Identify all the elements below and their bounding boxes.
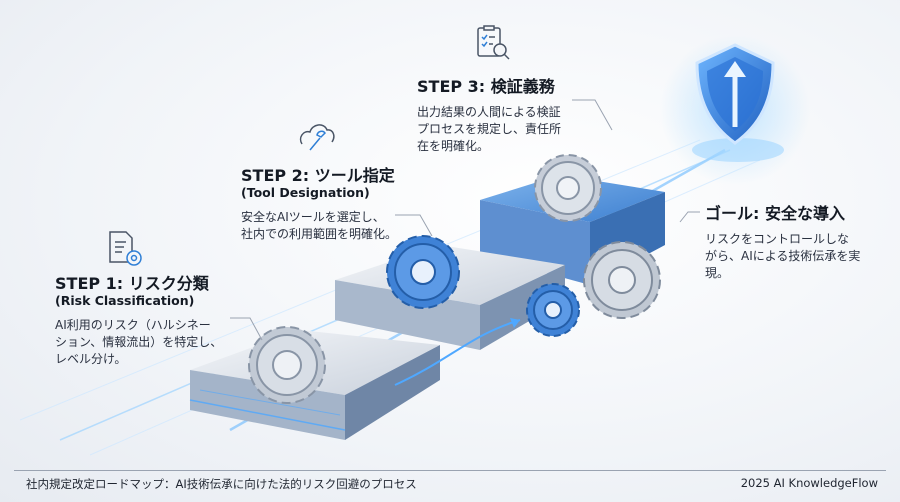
flow-arrow <box>394 319 521 386</box>
document-gear-icon <box>109 231 142 266</box>
step3-description: 出力結果の人間による検証 プロセスを規定し、責任所 在を明確化。 <box>417 105 562 153</box>
goal-title: ゴール: 安全な導入 <box>705 204 845 223</box>
shield-arrow-icon <box>695 43 775 145</box>
goal-description: リスクをコントロールしな がら、AIによる技術伝承を実 現。 <box>705 232 861 280</box>
step2-subtitle: (Tool Designation) <box>241 185 370 200</box>
gear-step3-icon <box>534 154 602 222</box>
step3-title: STEP 3: 検証義務 <box>417 77 555 96</box>
gear-side-small-icon <box>526 283 580 337</box>
footer-brand: 2025 AI KnowledgeFlow <box>740 476 878 490</box>
shield-base-glow <box>692 138 784 162</box>
step2-title: STEP 2: ツール指定 <box>241 166 395 185</box>
footer-caption: 社内規定改定ロードマップ：AI技術伝承に向けた法的リスク回避のプロセス <box>26 477 417 491</box>
connector-lines <box>230 99 700 341</box>
gear-side-large-icon <box>583 241 661 319</box>
footer-divider <box>14 470 886 471</box>
gear-step1-icon <box>248 326 326 404</box>
wrench-cloud-icon <box>299 124 335 151</box>
checklist-magnifier-icon <box>477 25 510 60</box>
step1-description: AI利用のリスク（ハルシネー ション、情報流出）を特定し、 レベル分け。 <box>55 318 223 366</box>
step2-description: 安全なAIツールを選定し、 社内での利用範囲を明確化。 <box>241 210 398 241</box>
step1-subtitle: (Risk Classification) <box>55 293 195 308</box>
step1-title: STEP 1: リスク分類 <box>55 274 209 293</box>
gear-step2-icon <box>386 235 460 309</box>
